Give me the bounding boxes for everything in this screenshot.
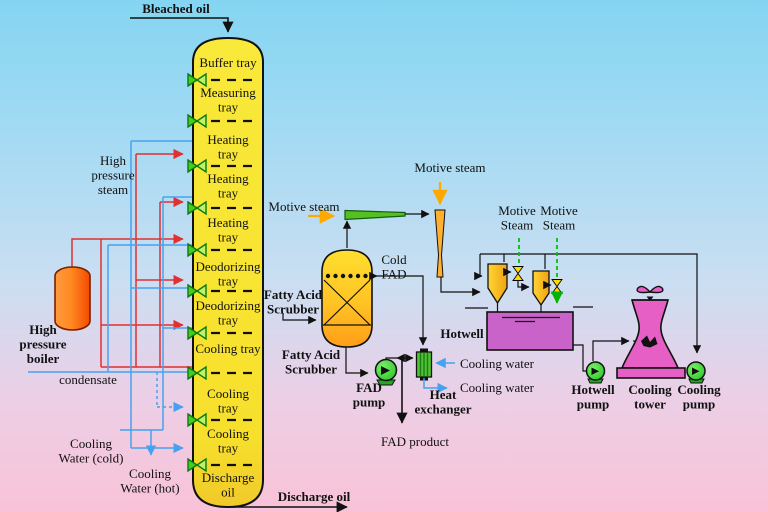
tray-label-buffer: Buffer tray	[199, 55, 257, 70]
cooling-water-out-line	[423, 378, 448, 394]
hotwell-lips	[465, 306, 593, 309]
steam-valve-1-icon	[512, 266, 524, 281]
cooling-water-out-label: Cooling water	[460, 380, 535, 395]
bleached-oil-feed-line	[130, 17, 234, 33]
hotwell-pump	[585, 361, 606, 384]
heat-exchanger	[415, 348, 433, 381]
bleached-oil-label: Bleached oil	[142, 1, 210, 16]
steam-pipe-boiler-to-column	[71, 233, 184, 268]
high-pressure-boiler	[54, 266, 91, 331]
steam-valve-2-icon	[551, 279, 563, 294]
steam-water-pipe-network	[28, 140, 193, 456]
tower-fan-icon	[636, 285, 664, 294]
cooling-tower	[616, 285, 686, 379]
motive-steam-mid-label: Motive steam	[268, 199, 339, 214]
hotwell-label: Hotwell	[440, 326, 484, 341]
ejector-to-condenser-line	[440, 277, 481, 297]
fad-pump	[374, 358, 398, 386]
pump-rotor-arrow-icon	[381, 366, 390, 375]
fan-mount	[646, 296, 654, 301]
tower-basin	[616, 367, 686, 379]
scrubber-inlet-line	[282, 313, 317, 325]
cooling-water-in-label: Cooling water	[460, 356, 535, 371]
fatty-acid-scrubber	[321, 249, 373, 348]
barometric-condenser-1	[487, 263, 508, 305]
horizontal-ejector	[344, 209, 406, 221]
condenser1-water-drop	[474, 254, 483, 281]
tray-lines	[211, 78, 258, 467]
barometric-condenser-2	[532, 270, 550, 307]
fad-product-label: FAD product	[381, 434, 449, 449]
hotwell-pump-discharge	[592, 336, 630, 361]
scrubber-distributor-dots	[325, 273, 368, 279]
scrubber-bottoms-line	[345, 347, 369, 378]
hotwell-level-lines	[502, 316, 560, 323]
vertical-ejector	[434, 209, 446, 278]
tray-label-cooling-1: Cooling tray	[195, 341, 261, 356]
hotwell-tank	[465, 306, 593, 351]
cooling-pump	[686, 361, 706, 384]
discharge-oil-label: Discharge oil	[278, 489, 351, 504]
scrubber-packing-x	[323, 279, 371, 326]
vacuum-condenser-system	[474, 238, 702, 354]
cooling-water-header	[480, 253, 702, 354]
motive-steam-right-label: Motive steam	[414, 160, 485, 175]
cold-fad-line	[375, 275, 428, 346]
condensate-label: condensate	[59, 372, 117, 387]
column-shell	[192, 36, 264, 509]
water-spray-icon	[641, 335, 658, 348]
hotwell-outlet-line	[573, 344, 586, 372]
